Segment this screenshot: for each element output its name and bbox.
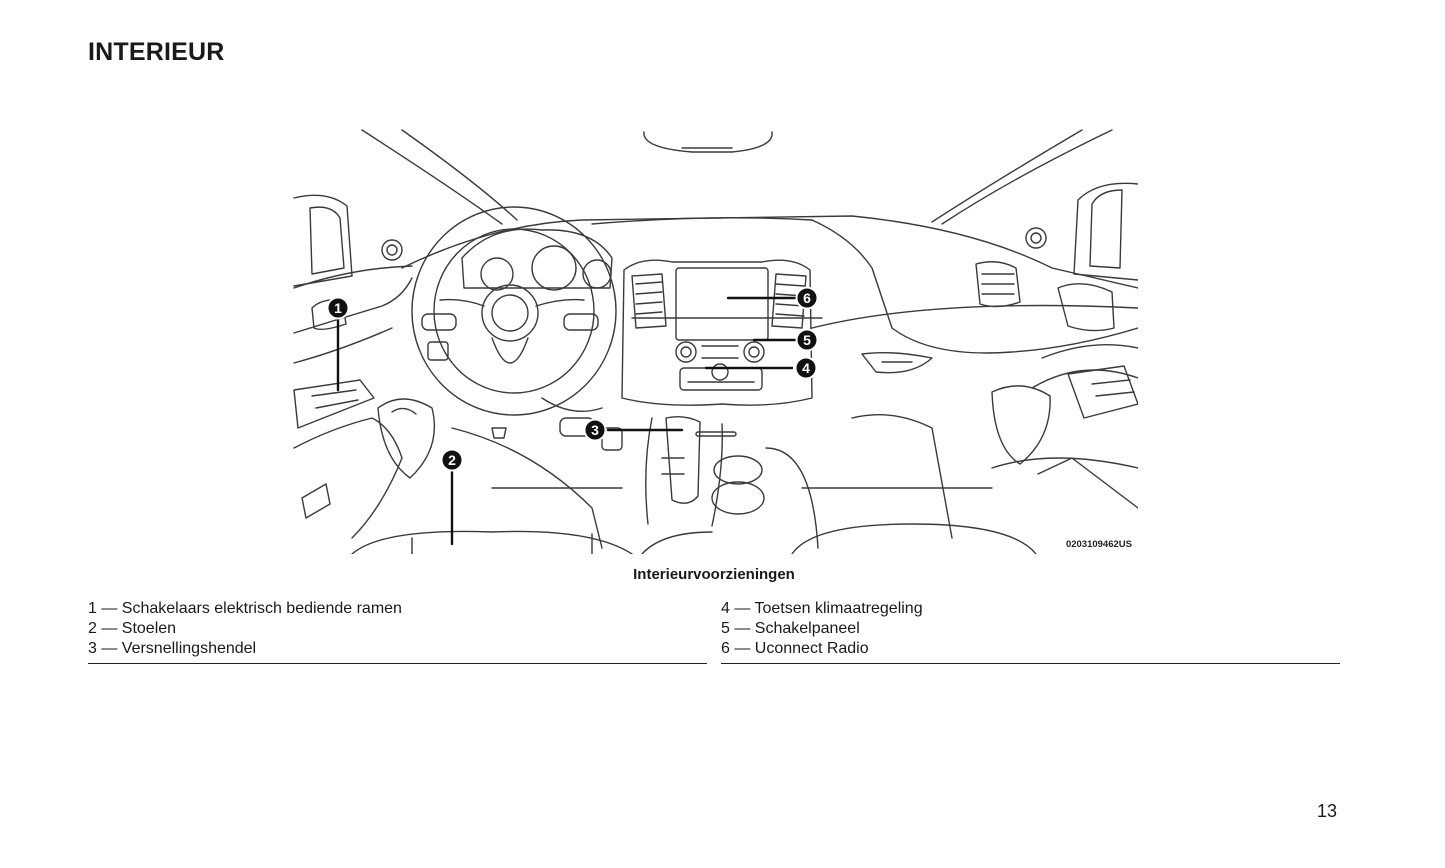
callout-2-badge: 2	[440, 448, 464, 472]
right-seat-shape	[791, 523, 1037, 554]
page-number: 13	[1316, 801, 1337, 821]
a-pillar-left-line	[361, 129, 503, 225]
cupholder-shape	[713, 455, 763, 485]
svg-text:1: 1	[334, 300, 342, 316]
a-pillar-right-line	[941, 129, 1113, 225]
left-window-shape	[293, 194, 353, 287]
svg-text:5: 5	[803, 332, 811, 348]
interior-illustration: 1 2 3 4 5 6 0203109462US	[292, 128, 1138, 554]
steering-wheel-shape	[411, 206, 617, 416]
left-tweeter-shape	[381, 239, 403, 261]
figure-caption: Interieurvoorzieningen	[633, 566, 795, 583]
legend-item: 3 — Versnellingshendel	[88, 640, 257, 657]
legend-item: 1 — Schakelaars elektrisch bediende rame…	[88, 600, 402, 617]
mirror-shape	[643, 131, 773, 153]
left-door-handle-shape	[311, 298, 347, 331]
left-speaker-shape	[377, 398, 436, 479]
callout-3-badge: 3	[583, 418, 607, 442]
legend-left-column: 1 — Schakelaars elektrisch bediende rame…	[88, 599, 707, 664]
right-vent-shape	[975, 261, 1021, 308]
instrument-cluster-shape	[461, 228, 613, 289]
right-window-shape	[1073, 182, 1138, 281]
legend-item: 5 — Schakelpaneel	[721, 620, 860, 637]
callout-6-badge: 6	[795, 286, 819, 310]
page-title: INTERIEUR	[88, 38, 225, 66]
svg-text:2: 2	[448, 452, 456, 468]
legend-right-column: 4 — Toetsen klimaatregeling 5 — Schakelp…	[721, 599, 1340, 664]
image-code: 0203109462US	[1066, 539, 1132, 550]
callout-1-badge: 1	[326, 296, 350, 320]
svg-text:6: 6	[803, 290, 811, 306]
legend-item: 6 — Uconnect Radio	[721, 640, 869, 657]
legend-item: 2 — Stoelen	[88, 620, 177, 637]
left-seat-shape	[351, 530, 633, 554]
uconnect-screen-shape	[675, 267, 769, 341]
right-speaker-shape	[991, 385, 1051, 465]
callout-5-badge: 5	[795, 328, 819, 352]
glovebox-handle-shape	[861, 351, 933, 374]
svg-text:4: 4	[802, 360, 810, 376]
dashboard-top-line	[401, 215, 1138, 289]
climate-controls-shape	[679, 367, 763, 391]
gear-shifter-shape	[665, 415, 701, 504]
right-window-switches-shape	[1067, 365, 1138, 419]
right-tweeter-shape	[1025, 227, 1047, 249]
svg-text:3: 3	[591, 422, 599, 438]
right-door-handle-shape	[1057, 283, 1115, 332]
legend-item: 4 — Toetsen klimaatregeling	[721, 600, 923, 617]
center-stack-shape	[621, 259, 813, 406]
callout-4-badge: 4	[794, 356, 818, 380]
